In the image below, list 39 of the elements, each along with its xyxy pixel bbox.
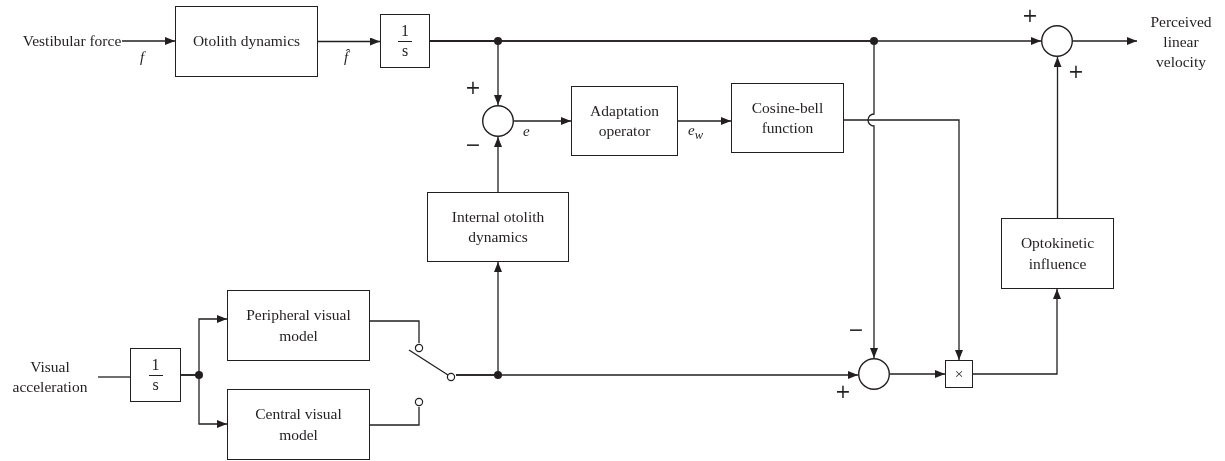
signal-label: Vestibular force xyxy=(22,18,122,64)
sign-label: + xyxy=(465,78,481,97)
integrator-block: 1 s xyxy=(380,14,430,68)
signal-symbol: f xyxy=(140,50,145,65)
connector-arrow xyxy=(972,288,1061,375)
process-box: Optokinetic influence xyxy=(1001,218,1114,289)
connector-arrow xyxy=(121,37,176,45)
sign-label: + xyxy=(835,382,851,401)
integrator-block: 1 s xyxy=(130,348,181,402)
connector-arrow xyxy=(1053,56,1062,219)
process-box: Central visual model xyxy=(227,389,370,460)
connector-arrow xyxy=(429,40,878,359)
connector-arrow xyxy=(317,37,381,46)
signal-symbol: e$_{w}$ xyxy=(688,123,703,142)
sign-label: + xyxy=(1068,62,1084,81)
signal-symbol: f̂ xyxy=(344,50,349,65)
connector-arrow xyxy=(843,119,963,361)
sign-label: − xyxy=(848,320,864,339)
signal-symbol: e xyxy=(523,124,530,139)
sign-label: − xyxy=(465,135,481,154)
process-box: Internal otolith dynamics xyxy=(427,192,569,262)
process-box: Otolith dynamics xyxy=(175,6,318,77)
process-box: Adaptation operator xyxy=(571,86,678,156)
process-box: Peripheral visual model xyxy=(227,290,370,361)
signal-label: Perceived linear velocity xyxy=(1137,8,1225,76)
connector-arrow xyxy=(494,136,502,193)
connector-arrow xyxy=(180,374,228,428)
connector-arrow xyxy=(455,371,859,379)
connector-arrow xyxy=(677,117,732,125)
connector-arrow xyxy=(889,370,946,378)
multiplier-block: × xyxy=(945,360,973,388)
connector-arrow xyxy=(1072,37,1138,45)
process-box: Cosine-bell function xyxy=(731,83,844,153)
summing-junction xyxy=(1041,25,1073,57)
summing-junction xyxy=(858,358,890,390)
connector-arrow xyxy=(513,117,572,125)
sign-label: + xyxy=(1022,6,1038,25)
signal-label: Visual acceleration xyxy=(2,355,98,399)
summing-junction xyxy=(482,105,514,137)
